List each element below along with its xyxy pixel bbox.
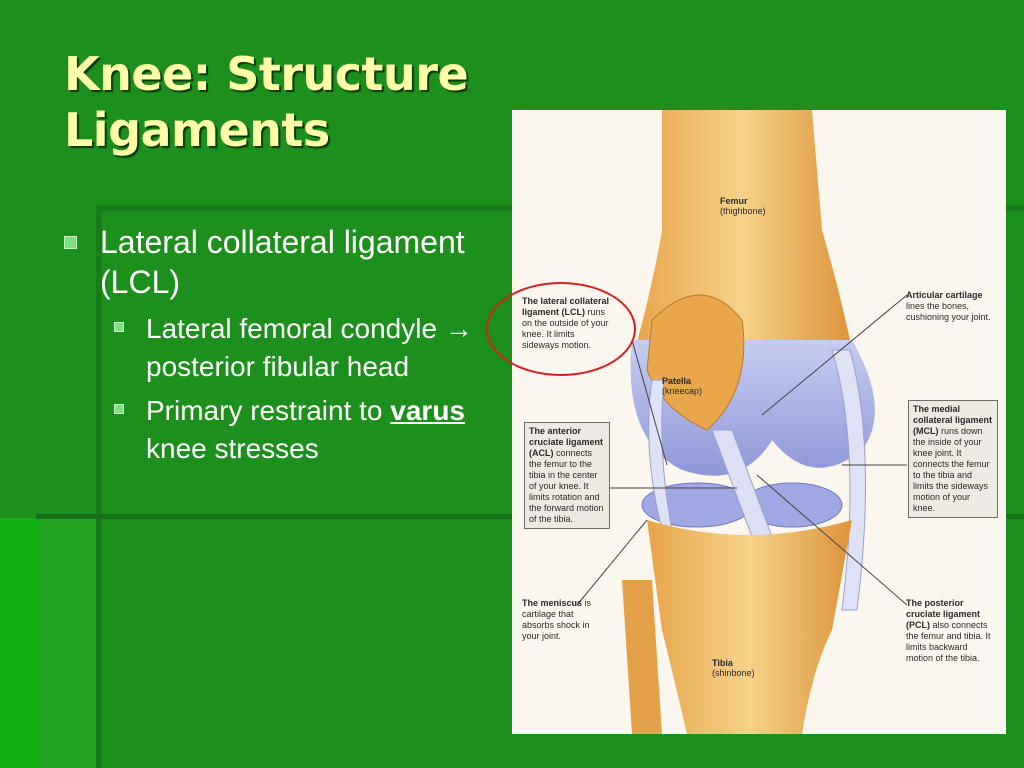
pcl-leader-line [756, 474, 908, 606]
meniscus-callout: The meniscus is cartilage that absorbs s… [522, 598, 592, 641]
sub-bullet-1: Lateral femoral condyle → posterior fibu… [114, 310, 504, 386]
sub-bullet-2-post: knee stresses [146, 433, 319, 464]
sub-bullet-2: Primary restraint to varus knee stresses [114, 392, 504, 468]
title-line-1: Knee: Structure [64, 47, 469, 101]
tibia-label: Tibia (shinbone) [712, 658, 755, 678]
articular-cartilage-callout: Articular cartilage lines the bones, cus… [906, 290, 991, 322]
knee-anatomy-figure: Femur (thighbone) Patella (kneecap) Tibi… [512, 110, 1006, 734]
femur-label: Femur (thighbone) [720, 196, 766, 216]
meniscus-leader-line [576, 519, 648, 606]
knee-illustration [512, 110, 1006, 734]
slide-title: Knee: Structure Ligaments [64, 46, 469, 158]
mcl-shape [831, 349, 867, 611]
bg-band-vertical [96, 205, 102, 768]
highlight-ring [486, 282, 636, 376]
bullet-list: Lateral collateral ligament (LCL) Latera… [64, 222, 504, 474]
bullet-main: Lateral collateral ligament (LCL) [64, 222, 504, 302]
square-bullet-icon [114, 322, 124, 332]
sub-bullet-2-keyword: varus [390, 395, 465, 426]
acl-callout: The anterior cruciate ligament (ACL) con… [524, 422, 610, 529]
lcl-leader-line [631, 339, 668, 466]
sub-bullet-2-pre: Primary restraint to [146, 395, 391, 426]
sub-bullet-1-text: Lateral femoral condyle → posterior fibu… [146, 313, 473, 382]
bg-band-left [0, 518, 40, 768]
fibula-shape [622, 580, 662, 734]
bg-band-mid [40, 518, 100, 768]
title-line-2: Ligaments [64, 103, 330, 157]
mcl-callout: The medial collateral ligament (MCL) run… [908, 400, 998, 518]
square-bullet-icon [64, 236, 77, 249]
tibia-shape [647, 520, 852, 734]
patella-label: Patella (kneecap) [662, 376, 703, 396]
patella-shape [646, 294, 745, 431]
sub-bullet-list: Lateral femoral condyle → posterior fibu… [64, 310, 504, 468]
square-bullet-icon [114, 404, 124, 414]
articular-leader-line [761, 294, 908, 416]
pcl-callout: The posterior cruciate ligament (PCL) al… [906, 598, 991, 663]
bullet-main-text: Lateral collateral ligament (LCL) [100, 224, 465, 300]
